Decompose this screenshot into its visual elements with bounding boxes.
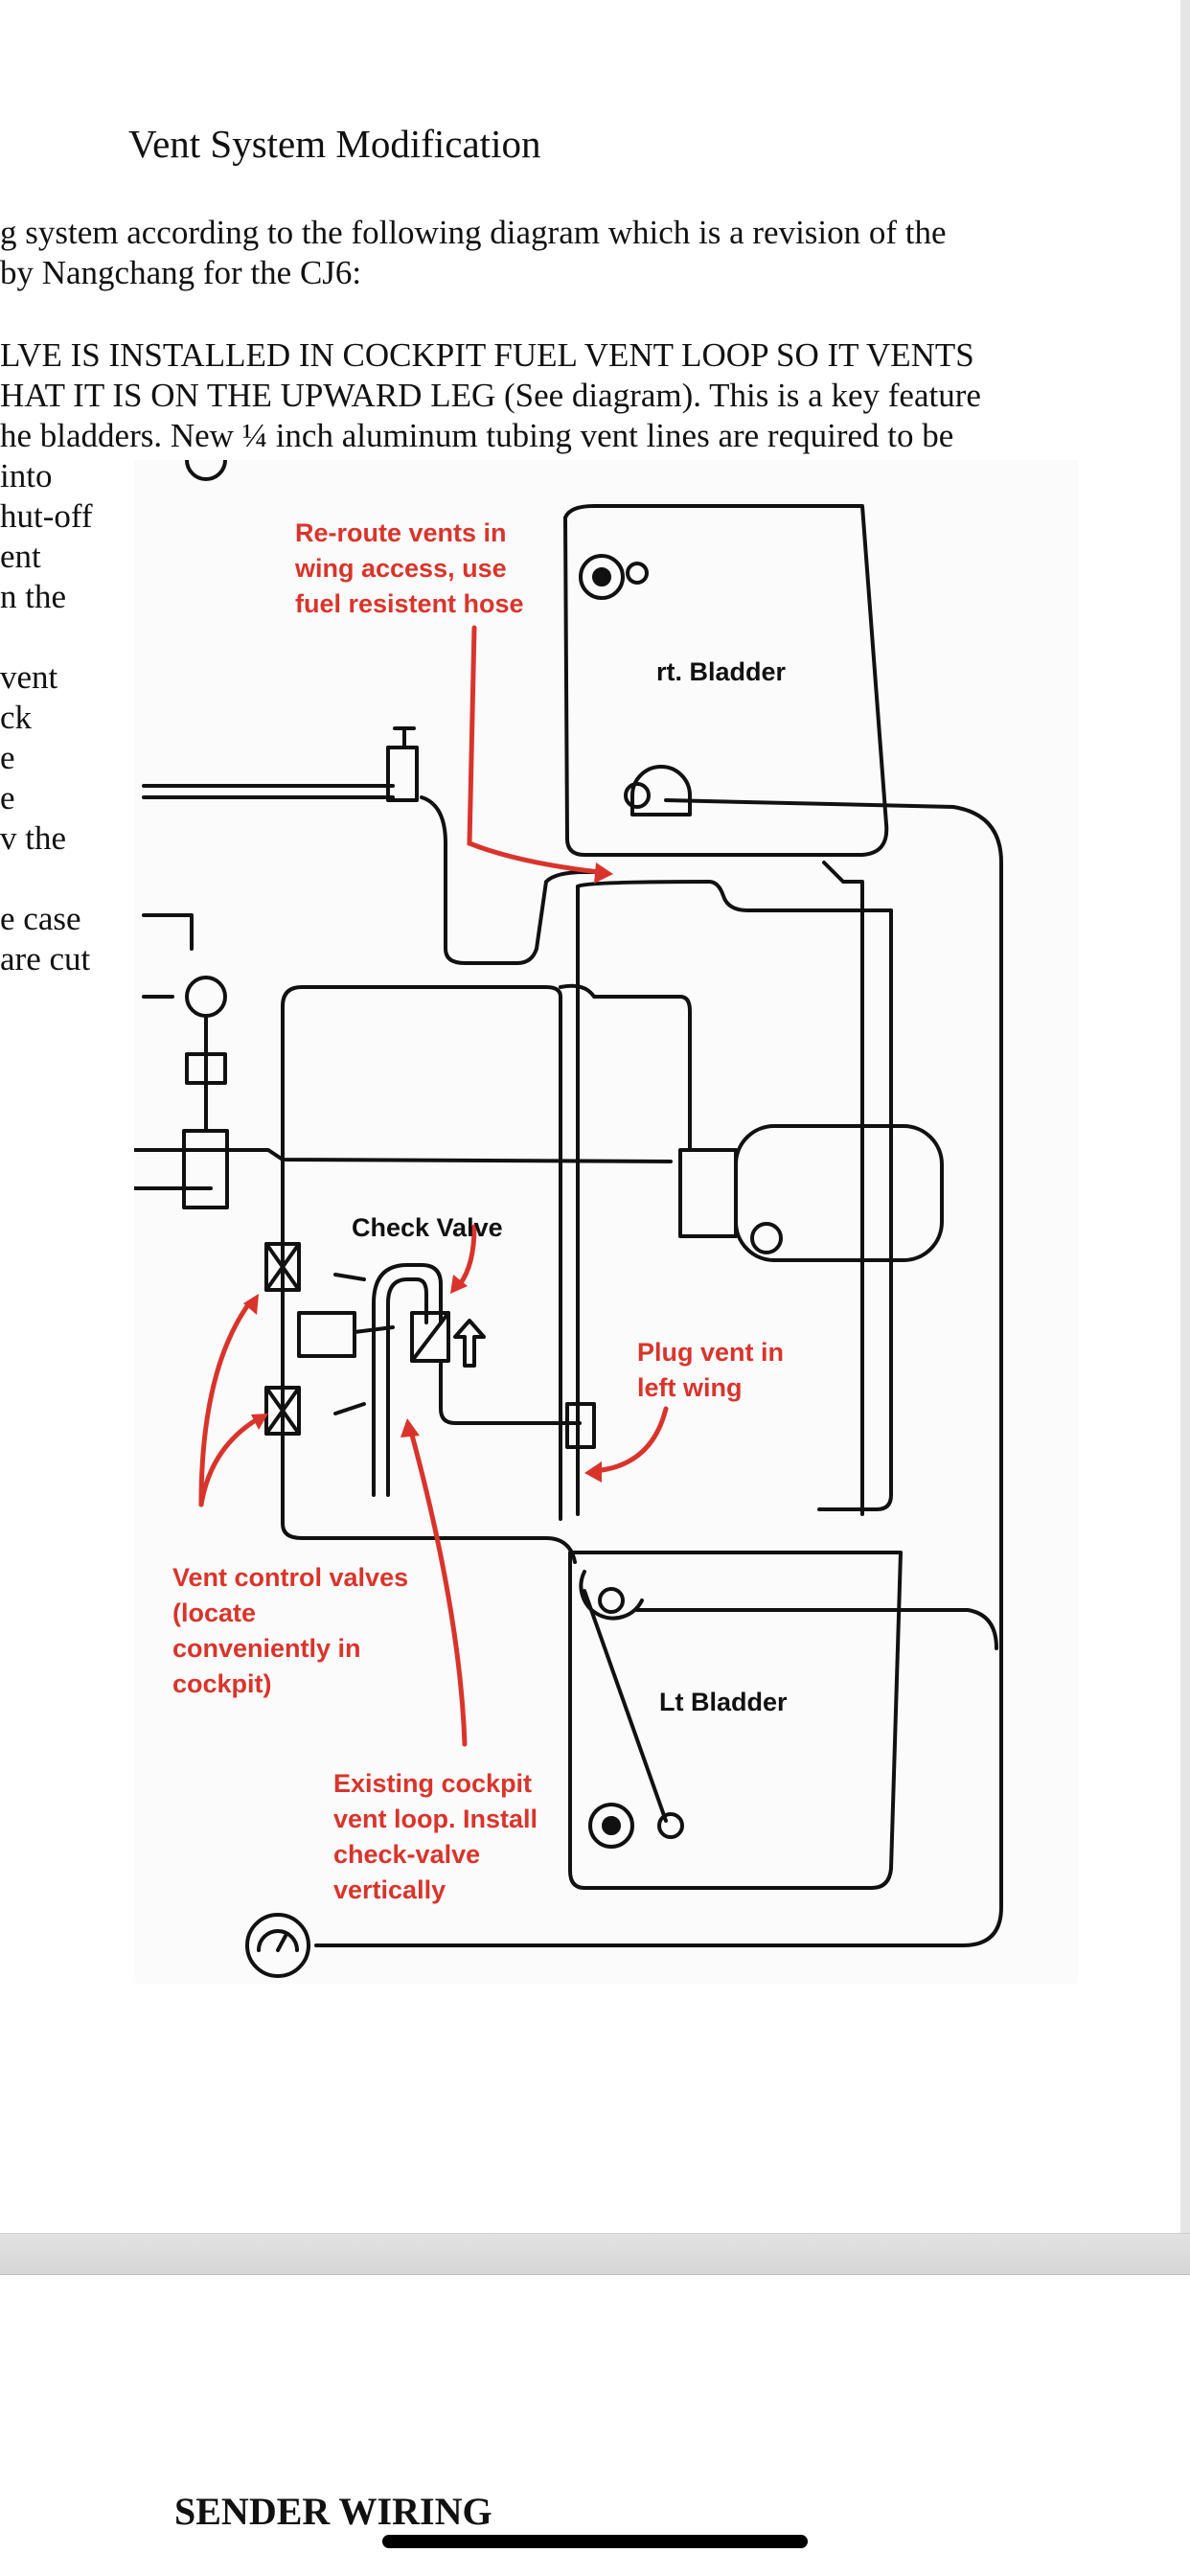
vent-control-label-3: conveniently in	[172, 1634, 361, 1663]
reroute-label-3: fuel resistent hose	[295, 589, 524, 618]
document-page: Vent System Modification g system accord…	[0, 122, 1078, 1984]
left-fragment: n the	[0, 578, 67, 615]
caps-line-3: he bladders. New ¼ inch aluminum tubing …	[0, 417, 954, 454]
rt-bladder-label: rt. Bladder	[656, 657, 787, 686]
caps-line-2: HAT IT IS ON THE UPWARD LEG (See diagram…	[0, 377, 981, 414]
existing-label-2: vent loop. Install	[333, 1805, 538, 1833]
plug-vent-label-2: left wing	[637, 1373, 743, 1402]
left-fragment: v the	[0, 819, 67, 857]
vent-system-diagram: Re-route vents in wing access, use fuel …	[134, 460, 1078, 1984]
existing-label-4: vertically	[333, 1875, 446, 1904]
lt-bladder-cap-icon	[588, 1803, 634, 1849]
home-indicator[interactable]	[382, 2535, 808, 2548]
diagram-lines	[134, 460, 1003, 1978]
plug-vent-label-1: Plug vent in	[637, 1338, 784, 1367]
left-fragment: e	[0, 739, 15, 776]
reroute-label-1: Re-route vents in	[295, 518, 507, 547]
left-fragment: e	[0, 779, 15, 816]
left-fragment: are cut	[0, 940, 91, 978]
vent-valve-upper-icon	[264, 1242, 301, 1292]
page-separator	[0, 2233, 1190, 2276]
existing-label-3: check-valve	[333, 1840, 480, 1869]
left-fragment: into	[0, 457, 53, 494]
annotation-arrowheads	[243, 862, 613, 1483]
next-page	[0, 2275, 1190, 2576]
vent-control-label-4: cockpit)	[172, 1669, 272, 1698]
intro-line-2: by Nangchang for the CJ6:	[0, 254, 362, 291]
check-valve-label: Check Valve	[352, 1213, 503, 1242]
left-fragment: e case	[0, 900, 81, 937]
rt-bladder-outline	[563, 504, 889, 857]
left-fragment: hut-off	[0, 497, 93, 535]
vent-control-label-1: Vent control valves	[172, 1563, 408, 1592]
check-valve-icon	[410, 1311, 450, 1363]
diagram-labels: Re-route vents in wing access, use fuel …	[172, 518, 788, 1904]
diagram-background	[134, 460, 1078, 1984]
lt-bladder-outline	[568, 1551, 903, 1890]
left-fragment: ck	[0, 699, 33, 736]
reroute-label-2: wing access, use	[294, 554, 507, 583]
vent-valve-lower-icon	[264, 1386, 301, 1436]
intro-line-1: g system according to the following diag…	[0, 214, 947, 251]
caps-line-1: LVE IS INSTALLED IN COCKPIT FUEL VENT LO…	[0, 336, 974, 374]
left-fragment: vent	[0, 658, 58, 696]
fuel-gauge-icon	[245, 1913, 310, 1978]
page-edge-shadow	[1180, 0, 1190, 2233]
vent-control-label-2: (locate	[172, 1598, 256, 1627]
next-section-heading: SENDER WIRING	[174, 2490, 492, 2533]
left-fragment: ent	[0, 538, 41, 575]
existing-label-1: Existing cockpit	[333, 1769, 532, 1798]
section-title: Vent System Modification	[128, 122, 541, 166]
lt-bladder-label: Lt Bladder	[659, 1688, 788, 1716]
rt-bladder-cap-icon	[579, 554, 625, 600]
annotation-arrows	[198, 625, 669, 1747]
